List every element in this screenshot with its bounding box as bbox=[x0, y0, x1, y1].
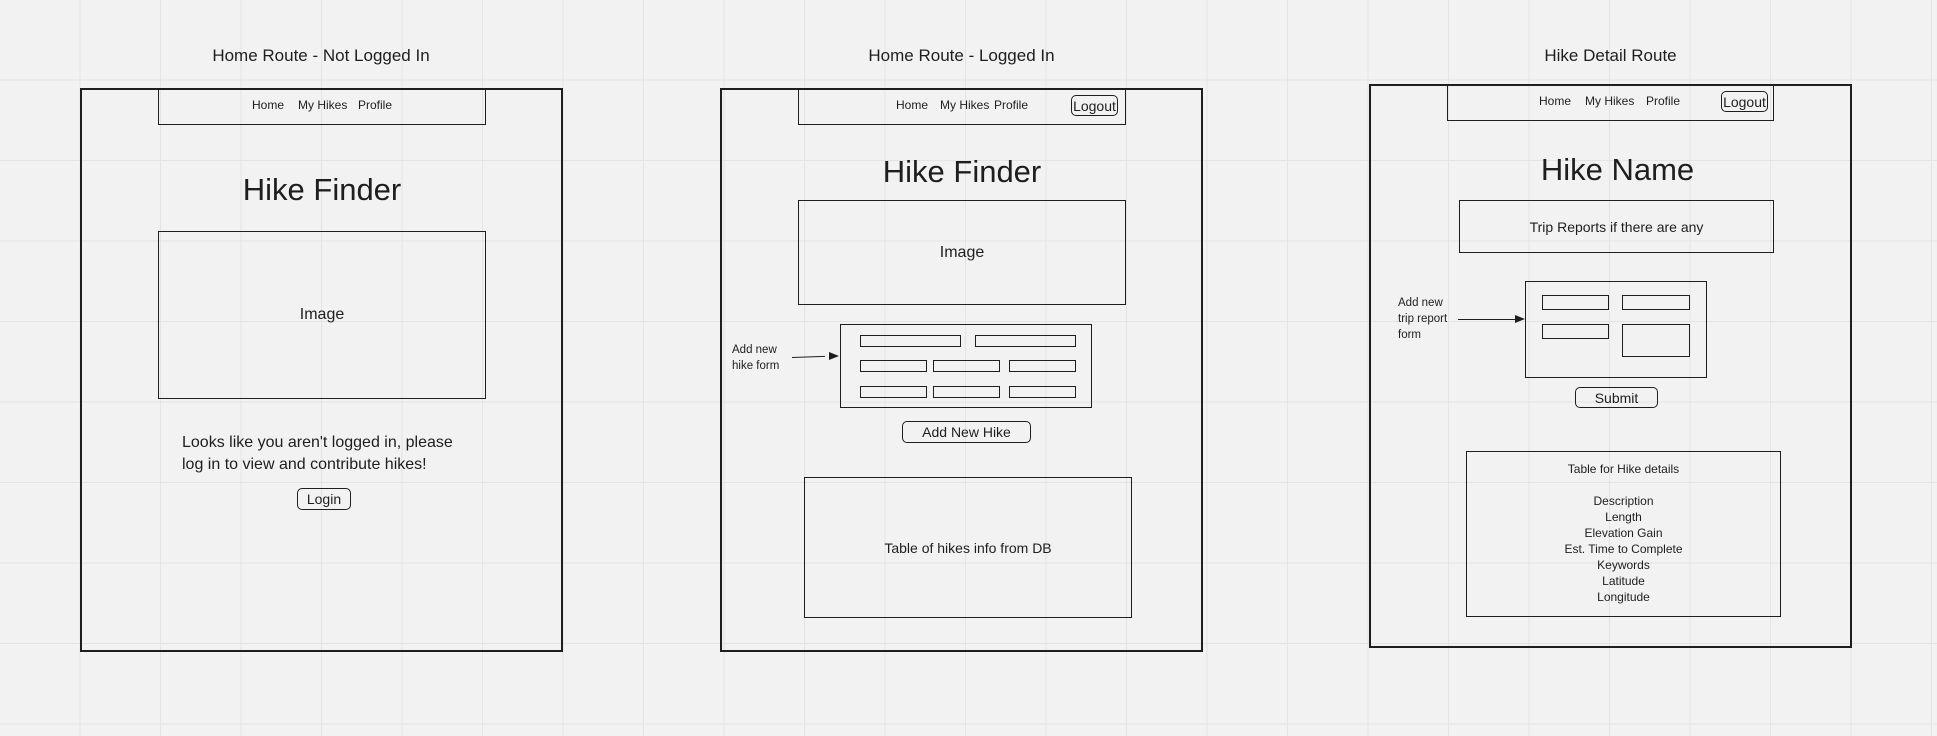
nav-profile[interactable]: Profile bbox=[1646, 94, 1681, 108]
wireframe-hike-detail bbox=[1369, 84, 1852, 648]
hike-details-table-content: Table for Hike details Description Lengt… bbox=[1466, 461, 1781, 605]
trip-reports-label: Trip Reports if there are any bbox=[1529, 218, 1704, 235]
form-annotation-line-2: trip report bbox=[1398, 313, 1448, 325]
annotation-arrow-head bbox=[829, 352, 839, 360]
hikes-table-placeholder: Table of hikes info from DB bbox=[804, 477, 1132, 618]
form-annotation-line-3: form bbox=[1398, 329, 1421, 341]
nav-profile[interactable]: Profile bbox=[994, 98, 1029, 112]
form-field[interactable] bbox=[860, 335, 961, 347]
navbar bbox=[1447, 84, 1774, 121]
annotation-arrow-line bbox=[1458, 319, 1515, 320]
form-field[interactable] bbox=[860, 360, 927, 372]
frame-title-logged-in: Home Route - Logged In bbox=[868, 46, 1055, 65]
table-field: Elevation Gain bbox=[1584, 526, 1663, 540]
submit-button[interactable]: Submit bbox=[1575, 387, 1658, 408]
table-field: Length bbox=[1605, 510, 1642, 524]
page-heading: Hike Finder bbox=[882, 154, 1042, 189]
navbar bbox=[158, 88, 486, 125]
form-field[interactable] bbox=[933, 386, 1000, 398]
form-field[interactable] bbox=[1542, 295, 1609, 310]
wireframe-logged-in bbox=[720, 88, 1203, 652]
add-new-hike-button[interactable]: Add New Hike bbox=[902, 421, 1031, 443]
table-field: Keywords bbox=[1597, 558, 1650, 572]
page-heading: Hike Finder bbox=[242, 172, 402, 207]
nav-profile[interactable]: Profile bbox=[358, 98, 393, 112]
add-hike-form bbox=[840, 324, 1092, 408]
trip-report-form bbox=[1525, 281, 1707, 378]
logout-button[interactable]: Logout bbox=[1071, 95, 1118, 116]
hike-details-table-placeholder bbox=[1466, 451, 1781, 617]
form-field[interactable] bbox=[1542, 324, 1609, 339]
table-field: Description bbox=[1593, 494, 1654, 508]
table-title: Table for Hike details bbox=[1567, 462, 1680, 476]
table-field: Longitude bbox=[1597, 590, 1650, 604]
nav-my-hikes[interactable]: My Hikes bbox=[298, 98, 348, 112]
image-placeholder: Image bbox=[798, 200, 1126, 305]
frame-title-hike-detail: Hike Detail Route bbox=[1544, 46, 1677, 65]
form-annotation-line-2: hike form bbox=[732, 360, 780, 372]
table-field: Latitude bbox=[1602, 574, 1645, 588]
nav-home[interactable]: Home bbox=[896, 98, 929, 112]
frame-title-not-logged-in: Home Route - Not Logged In bbox=[212, 46, 430, 65]
form-annotation-line-1: Add new bbox=[732, 344, 777, 356]
form-field[interactable] bbox=[860, 386, 927, 398]
add-new-hike-button-label: Add New Hike bbox=[922, 424, 1011, 440]
table-field: Est. Time to Complete bbox=[1564, 542, 1683, 556]
submit-button-label: Submit bbox=[1594, 389, 1639, 406]
annotation-arrow-head bbox=[1515, 315, 1525, 323]
logout-button-label: Logout bbox=[1723, 93, 1766, 110]
logout-button[interactable]: Logout bbox=[1721, 91, 1768, 112]
login-button-label: Login bbox=[306, 491, 342, 507]
form-textarea[interactable] bbox=[1622, 324, 1690, 357]
nav-my-hikes[interactable]: My Hikes bbox=[940, 98, 990, 112]
form-field[interactable] bbox=[1622, 295, 1690, 310]
nav-home[interactable]: Home bbox=[1539, 94, 1572, 108]
nav-home[interactable]: Home bbox=[252, 98, 285, 112]
not-logged-in-message: Looks like you aren't logged in, please … bbox=[182, 432, 453, 476]
form-annotation-line-1: Add new bbox=[1398, 297, 1443, 309]
logout-button-label: Logout bbox=[1073, 97, 1116, 114]
form-field[interactable] bbox=[1009, 360, 1076, 372]
form-field[interactable] bbox=[975, 335, 1076, 347]
image-label: Image bbox=[939, 243, 985, 261]
form-annotation: Add new trip report form bbox=[1398, 295, 1447, 343]
nav-my-hikes[interactable]: My Hikes bbox=[1585, 94, 1635, 108]
image-label: Image bbox=[299, 306, 345, 323]
message-line-1: Looks like you aren't logged in, please bbox=[182, 434, 453, 451]
form-annotation: Add new hike form bbox=[732, 342, 779, 374]
message-line-2: log in to view and contribute hikes! bbox=[182, 456, 427, 473]
navbar bbox=[798, 88, 1126, 125]
hikes-table-label: Table of hikes info from DB bbox=[884, 539, 1052, 556]
form-field[interactable] bbox=[933, 360, 1000, 372]
wireframe-not-logged-in bbox=[80, 88, 563, 652]
page-heading: Hike Name bbox=[1540, 152, 1695, 187]
form-field[interactable] bbox=[1009, 386, 1076, 398]
login-button[interactable]: Login bbox=[297, 488, 351, 510]
image-placeholder: Image bbox=[158, 231, 486, 399]
trip-reports-placeholder: Trip Reports if there are any bbox=[1459, 200, 1774, 253]
